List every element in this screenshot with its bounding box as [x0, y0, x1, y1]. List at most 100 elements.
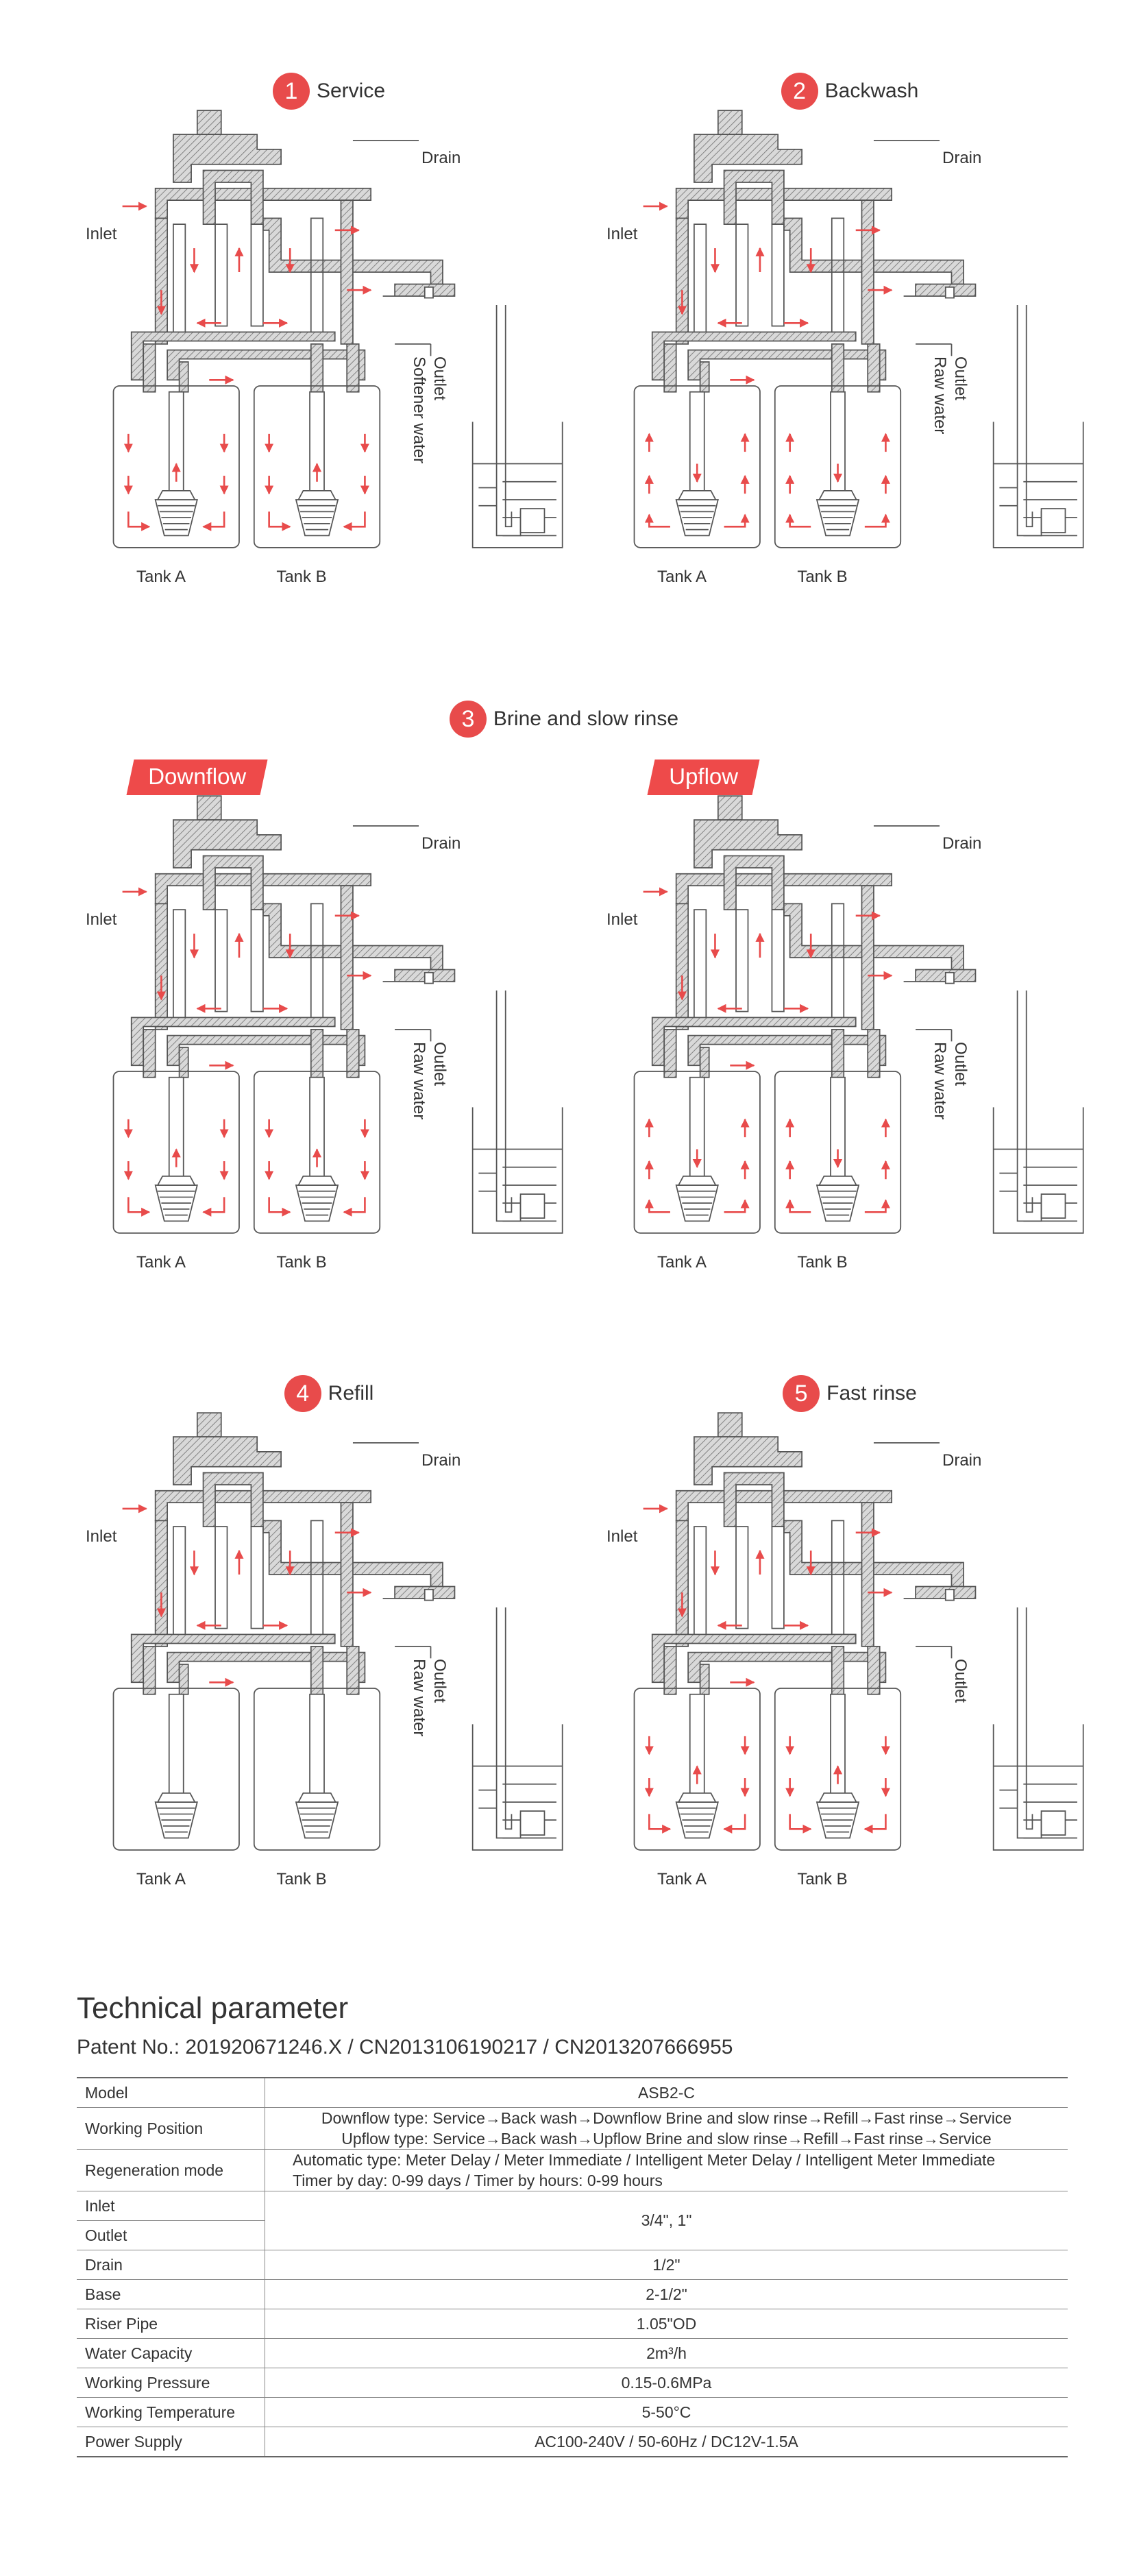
tank-b-label: Tank B [797, 568, 848, 586]
param-name: Base [77, 2279, 265, 2309]
downflow-sequence: Downflow type: Service→Back wash→Downflo… [321, 2109, 1012, 2127]
tank-b-label: Tank B [797, 1253, 848, 1272]
table-row: Base 2-1/2" [77, 2279, 1068, 2309]
inlet-label: Inlet [606, 910, 638, 929]
param-value: 2m³/h [265, 2338, 1068, 2368]
param-name: Power Supply [77, 2427, 265, 2457]
param-value: 1.05"OD [265, 2309, 1068, 2339]
tank-a-label: Tank A [136, 1253, 186, 1272]
stage-heading: 1 Service [82, 73, 576, 110]
outlet-label: Outlet [951, 1042, 970, 1086]
tank-a-label: Tank A [136, 568, 186, 586]
tank-b-label: Tank B [276, 1253, 327, 1272]
param-value: 5-50°C [265, 2397, 1068, 2427]
stage-heading: 5 Fast rinse [603, 1375, 1096, 1412]
automatic-type: Automatic type: Meter Delay / Meter Imme… [293, 2151, 996, 2169]
param-value: 1/2" [265, 2250, 1068, 2280]
param-name: Working Temperature [77, 2397, 265, 2427]
outlet-label: Outlet [951, 1659, 970, 1703]
inlet-label: Inlet [606, 225, 638, 243]
table-row: Model ASB2-C [77, 2077, 1068, 2108]
tank-b-label: Tank B [797, 1870, 848, 1888]
stage-title: Service [316, 80, 386, 102]
step-number-badge: 1 [272, 73, 310, 110]
valve-flow-diagram [112, 110, 563, 548]
water-type-label: Raw water [410, 1659, 428, 1737]
stage-title: Backwash [824, 80, 919, 102]
valve-flow-diagram [633, 795, 1084, 1234]
param-value: Automatic type: Meter Delay / Meter Imme… [265, 2149, 1068, 2191]
drain-label: Drain [421, 834, 461, 853]
tank-b-label: Tank B [276, 1870, 327, 1888]
param-name: Water Capacity [77, 2338, 265, 2368]
param-value: 2-1/2" [265, 2279, 1068, 2309]
tank-a-label: Tank A [657, 568, 707, 586]
tank-a-label: Tank A [657, 1253, 707, 1272]
table-row: Working Pressure 0.15-0.6MPa [77, 2368, 1068, 2398]
param-value: 0.15-0.6MPa [265, 2368, 1068, 2398]
param-value: ASB2-C [265, 2077, 1068, 2108]
inlet-label: Inlet [86, 910, 117, 929]
stage-brine-upflow-panel: Upflow Drain Inlet Outlet Raw water Tank… [603, 754, 1096, 1275]
table-row: Regeneration mode Automatic type: Meter … [77, 2149, 1068, 2191]
water-type-label: Raw water [410, 1042, 428, 1120]
table-row: Inlet 3/4", 1" [77, 2191, 1068, 2250]
param-name: Working Pressure [77, 2368, 265, 2398]
upflow-sequence: Upflow type: Service→Back wash→Upflow Br… [341, 2130, 992, 2148]
outlet-label: Outlet [430, 1042, 449, 1086]
table-row: Power Supply AC100-240V / 50-60Hz / DC12… [77, 2427, 1068, 2457]
stage-brine-downflow-panel: Downflow Drain Inlet Outlet Raw water Ta… [82, 754, 576, 1275]
table-row: Outlet [77, 2220, 1068, 2250]
table-row: Water Capacity 2m³/h [77, 2338, 1068, 2368]
stage-heading: 4 Refill [82, 1375, 576, 1412]
param-value: Downflow type: Service→Back wash→Downflo… [265, 2107, 1068, 2150]
param-name: Drain [77, 2250, 265, 2280]
step-number-badge: 4 [284, 1375, 321, 1412]
param-name: Outlet [77, 2220, 265, 2250]
param-value: 3/4", 1" [265, 2191, 1068, 2250]
stage-title: Fast rinse [826, 1382, 917, 1405]
section-title: Technical parameter [77, 1991, 349, 2025]
step-number-badge: 3 [449, 701, 487, 738]
drain-label: Drain [421, 1451, 461, 1470]
table-row: Riser Pipe 1.05"OD [77, 2309, 1068, 2339]
stage-heading: 2 Backwash [603, 73, 1096, 110]
step-number-badge: 5 [783, 1375, 820, 1412]
outlet-label: Outlet [430, 356, 449, 401]
timer-type: Timer by day: 0-99 days / Timer by hours… [293, 2172, 663, 2189]
stage-service-panel: 1 Service Drain Inlet Outlet Softener wat… [82, 69, 576, 590]
param-value: AC100-240V / 50-60Hz / DC12V-1.5A [265, 2427, 1068, 2457]
stage-fast-rinse-panel: 5 Fast rinse Drain Inlet Outlet Tank A Ta… [603, 1371, 1096, 1892]
drain-label: Drain [942, 834, 982, 853]
valve-flow-diagram [633, 1412, 1084, 1851]
table-row: Drain 1/2" [77, 2250, 1068, 2280]
table-row: Working Position Downflow type: Service→… [77, 2107, 1068, 2150]
inlet-label: Inlet [86, 225, 117, 243]
inlet-label: Inlet [606, 1527, 638, 1546]
tank-b-label: Tank B [276, 568, 327, 586]
tank-a-label: Tank A [657, 1870, 707, 1888]
valve-flow-diagram [112, 1412, 563, 1851]
param-name: Regeneration mode [77, 2149, 265, 2191]
table-row: Working Temperature 5-50°C [77, 2397, 1068, 2427]
stage-title: Refill [328, 1382, 374, 1405]
drain-label: Drain [421, 149, 461, 167]
tank-a-label: Tank A [136, 1870, 186, 1888]
step-number-badge: 2 [781, 73, 818, 110]
inlet-label: Inlet [86, 1527, 117, 1546]
param-name: Riser Pipe [77, 2309, 265, 2339]
water-type-label: Softener water [410, 356, 428, 464]
water-type-label: Raw water [931, 1042, 949, 1120]
stage-refill-panel: 4 Refill Drain Inlet Outlet Raw water Tan… [82, 1371, 576, 1892]
outlet-label: Outlet [951, 356, 970, 401]
outlet-label: Outlet [430, 1659, 449, 1703]
valve-flow-diagram [633, 110, 1084, 548]
valve-flow-diagram [112, 795, 563, 1234]
drain-label: Drain [942, 1451, 982, 1470]
spec-table: Model ASB2-C Working Position Downflow t… [77, 2077, 1068, 2457]
patent-number: Patent No.: 201920671246.X / CN201310619… [77, 2036, 733, 2058]
param-name: Model [77, 2077, 265, 2108]
param-name: Inlet [77, 2191, 265, 2221]
